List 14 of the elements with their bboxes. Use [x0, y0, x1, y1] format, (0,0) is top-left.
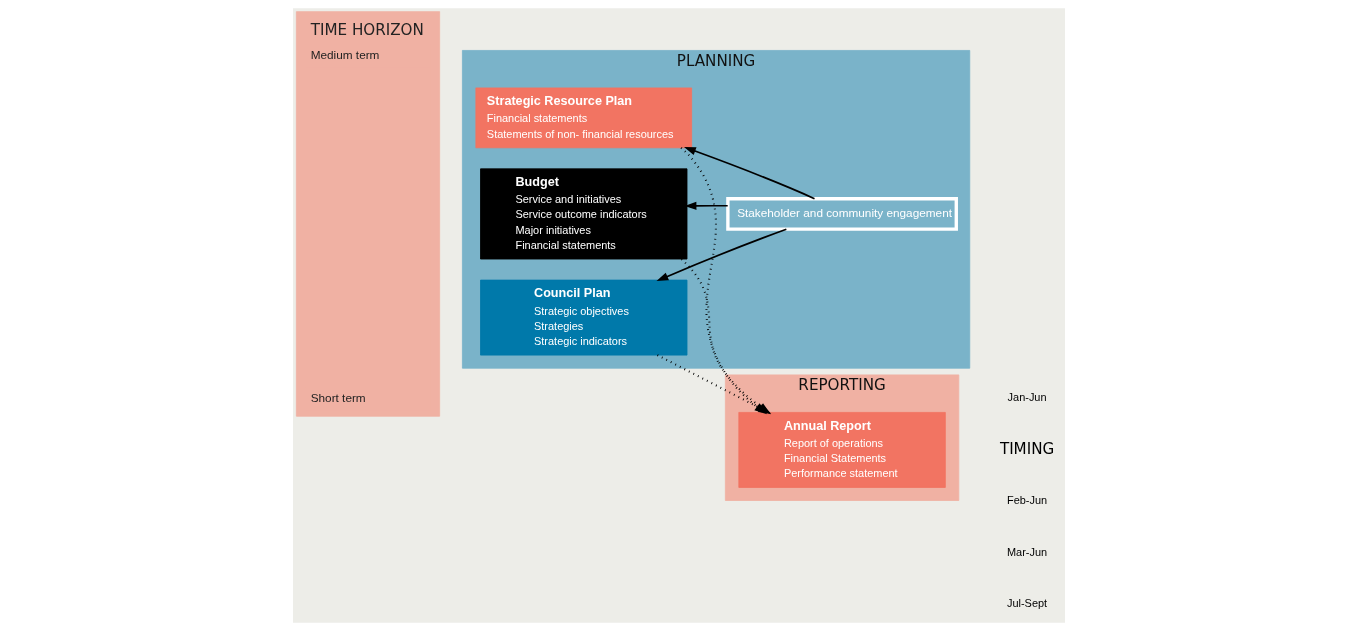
label: Jul-Sept	[1006, 597, 1047, 610]
label: Feb-Jun	[1006, 494, 1047, 507]
arrow	[684, 201, 729, 210]
node-box: TIME HORIZON Medium term Short term	[295, 11, 440, 417]
arrow	[655, 228, 787, 282]
node-box: Annual Report Report of operations Financial Statements Performance statement	[737, 412, 946, 488]
label: TIMING	[999, 439, 1054, 458]
label: Mar-Jun	[1006, 545, 1047, 558]
node-box: Council Plan Strategic objectives Strategies Strategic indicators	[479, 279, 687, 356]
node-box: Strategic Resource Plan Financial statements Statements of non- financial resources	[474, 87, 692, 149]
label: Jan-Jun	[1007, 391, 1047, 404]
node-box: Stakeholder and community engagement	[725, 197, 958, 231]
arrow	[683, 147, 815, 200]
node-box: Budget Service and initiatives Service outcome indicators Major initiatives Financial statements	[479, 168, 687, 260]
